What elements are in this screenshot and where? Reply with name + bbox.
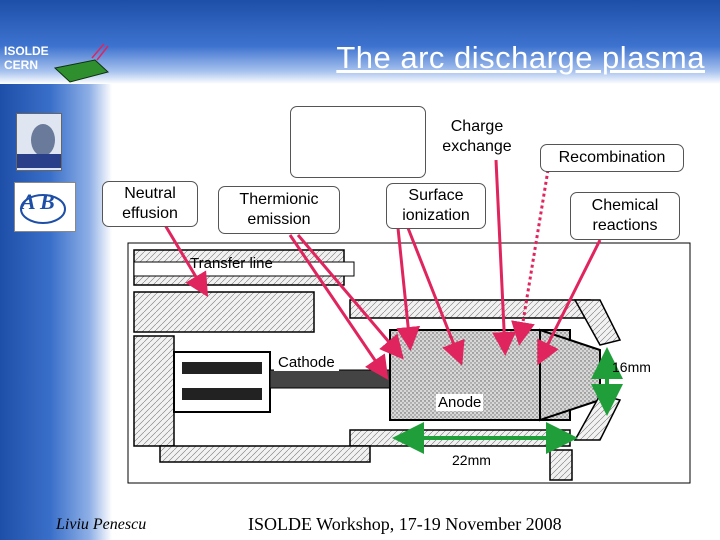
process-arrows <box>163 159 602 380</box>
sidebar-gradient <box>0 0 112 540</box>
charge-exchange-label: Charge exchange <box>426 114 528 160</box>
ab-department-logo: A B <box>14 182 76 232</box>
ab-logo-text: A B <box>21 189 55 214</box>
top-banner <box>0 0 720 84</box>
dim-16mm-label: 16mm <box>612 359 651 375</box>
surface-ionization-arrow-2 <box>396 227 421 351</box>
thermionic-emission-arrow <box>296 234 404 360</box>
thermionic-emission-label: Thermionic emission <box>218 186 340 234</box>
marie-curie-fellowship-logo <box>16 113 62 171</box>
dim-22mm-label: 22mm <box>452 452 491 468</box>
anode-label: Anode <box>436 394 484 411</box>
dimension-arrows <box>392 347 623 454</box>
chemical-reactions-arrow <box>537 239 602 366</box>
cathode-label: Cathode <box>274 354 339 371</box>
footer-event: ISOLDE Workshop, 17-19 November 2008 <box>248 514 562 534</box>
chemical-reactions-label: Chemical reactions <box>570 192 680 240</box>
cern-logo-text: CERN <box>4 58 39 72</box>
footer-author: Liviu Penescu <box>56 516 147 533</box>
recombination-arrow <box>511 169 550 346</box>
neutral-effusion-arrow <box>163 224 209 298</box>
surface-ionization-label: Surface ionization <box>386 183 486 229</box>
surface-ionization-arrow <box>406 227 465 366</box>
recombination-label: Recombination <box>540 144 684 172</box>
blank-label-box <box>290 106 426 178</box>
thermionic-emission-arrow-2 <box>288 234 389 380</box>
isolde-logo-text: ISOLDE <box>4 44 49 58</box>
transfer-line-label: Transfer line <box>190 255 273 272</box>
slide-title: The arc discharge plasma <box>336 40 705 75</box>
neutral-effusion-label: Neutral effusion <box>102 181 198 227</box>
charge-exchange-arrow <box>492 159 517 356</box>
